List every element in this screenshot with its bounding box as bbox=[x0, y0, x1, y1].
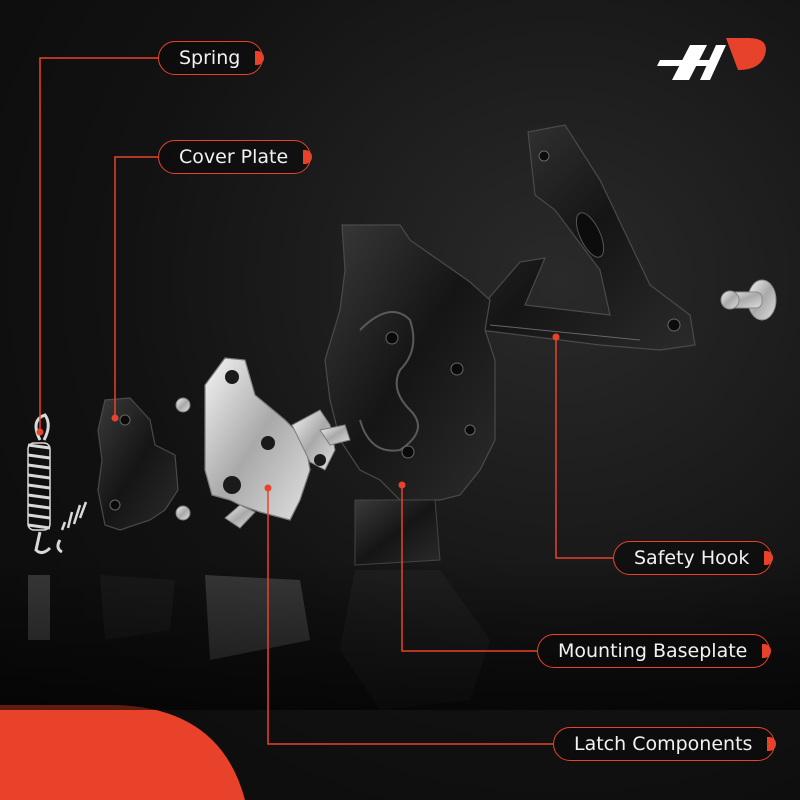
callout-mounting-baseplate-label: Mounting Baseplate bbox=[558, 640, 748, 662]
push-rivet-part bbox=[720, 279, 777, 321]
mounting-baseplate-part bbox=[324, 224, 496, 566]
leader-mounting-baseplate bbox=[401, 485, 537, 652]
callout-cap bbox=[764, 551, 774, 565]
corner-accent-shape bbox=[0, 705, 245, 800]
callout-cap bbox=[255, 51, 265, 65]
callout-spring: Spring bbox=[158, 41, 265, 75]
leader-lines bbox=[36, 57, 613, 745]
callout-cap bbox=[762, 644, 772, 658]
latch-components-part bbox=[175, 357, 351, 529]
callout-cap bbox=[767, 737, 777, 751]
callout-safety-hook: Safety Hook bbox=[613, 541, 774, 575]
callout-latch-components-label: Latch Components bbox=[574, 733, 753, 755]
callout-safety-hook-label: Safety Hook bbox=[634, 547, 750, 569]
callout-mounting-baseplate: Mounting Baseplate bbox=[537, 634, 772, 668]
a-premium-logo-icon bbox=[657, 38, 766, 80]
callout-latch-components: Latch Components bbox=[553, 727, 777, 761]
callout-cover-plate-label: Cover Plate bbox=[179, 146, 289, 168]
callout-spring-label: Spring bbox=[179, 47, 241, 69]
cover-plate-part bbox=[97, 397, 179, 531]
callout-cap bbox=[303, 150, 313, 164]
leader-safety-hook bbox=[555, 337, 613, 559]
leader-latch-components bbox=[267, 488, 553, 745]
spring-part bbox=[27, 413, 88, 555]
leader-spring bbox=[39, 57, 158, 432]
callout-cover-plate: Cover Plate bbox=[158, 140, 313, 174]
leader-cover-plate bbox=[114, 156, 158, 418]
safety-hook-part bbox=[469, 124, 696, 351]
